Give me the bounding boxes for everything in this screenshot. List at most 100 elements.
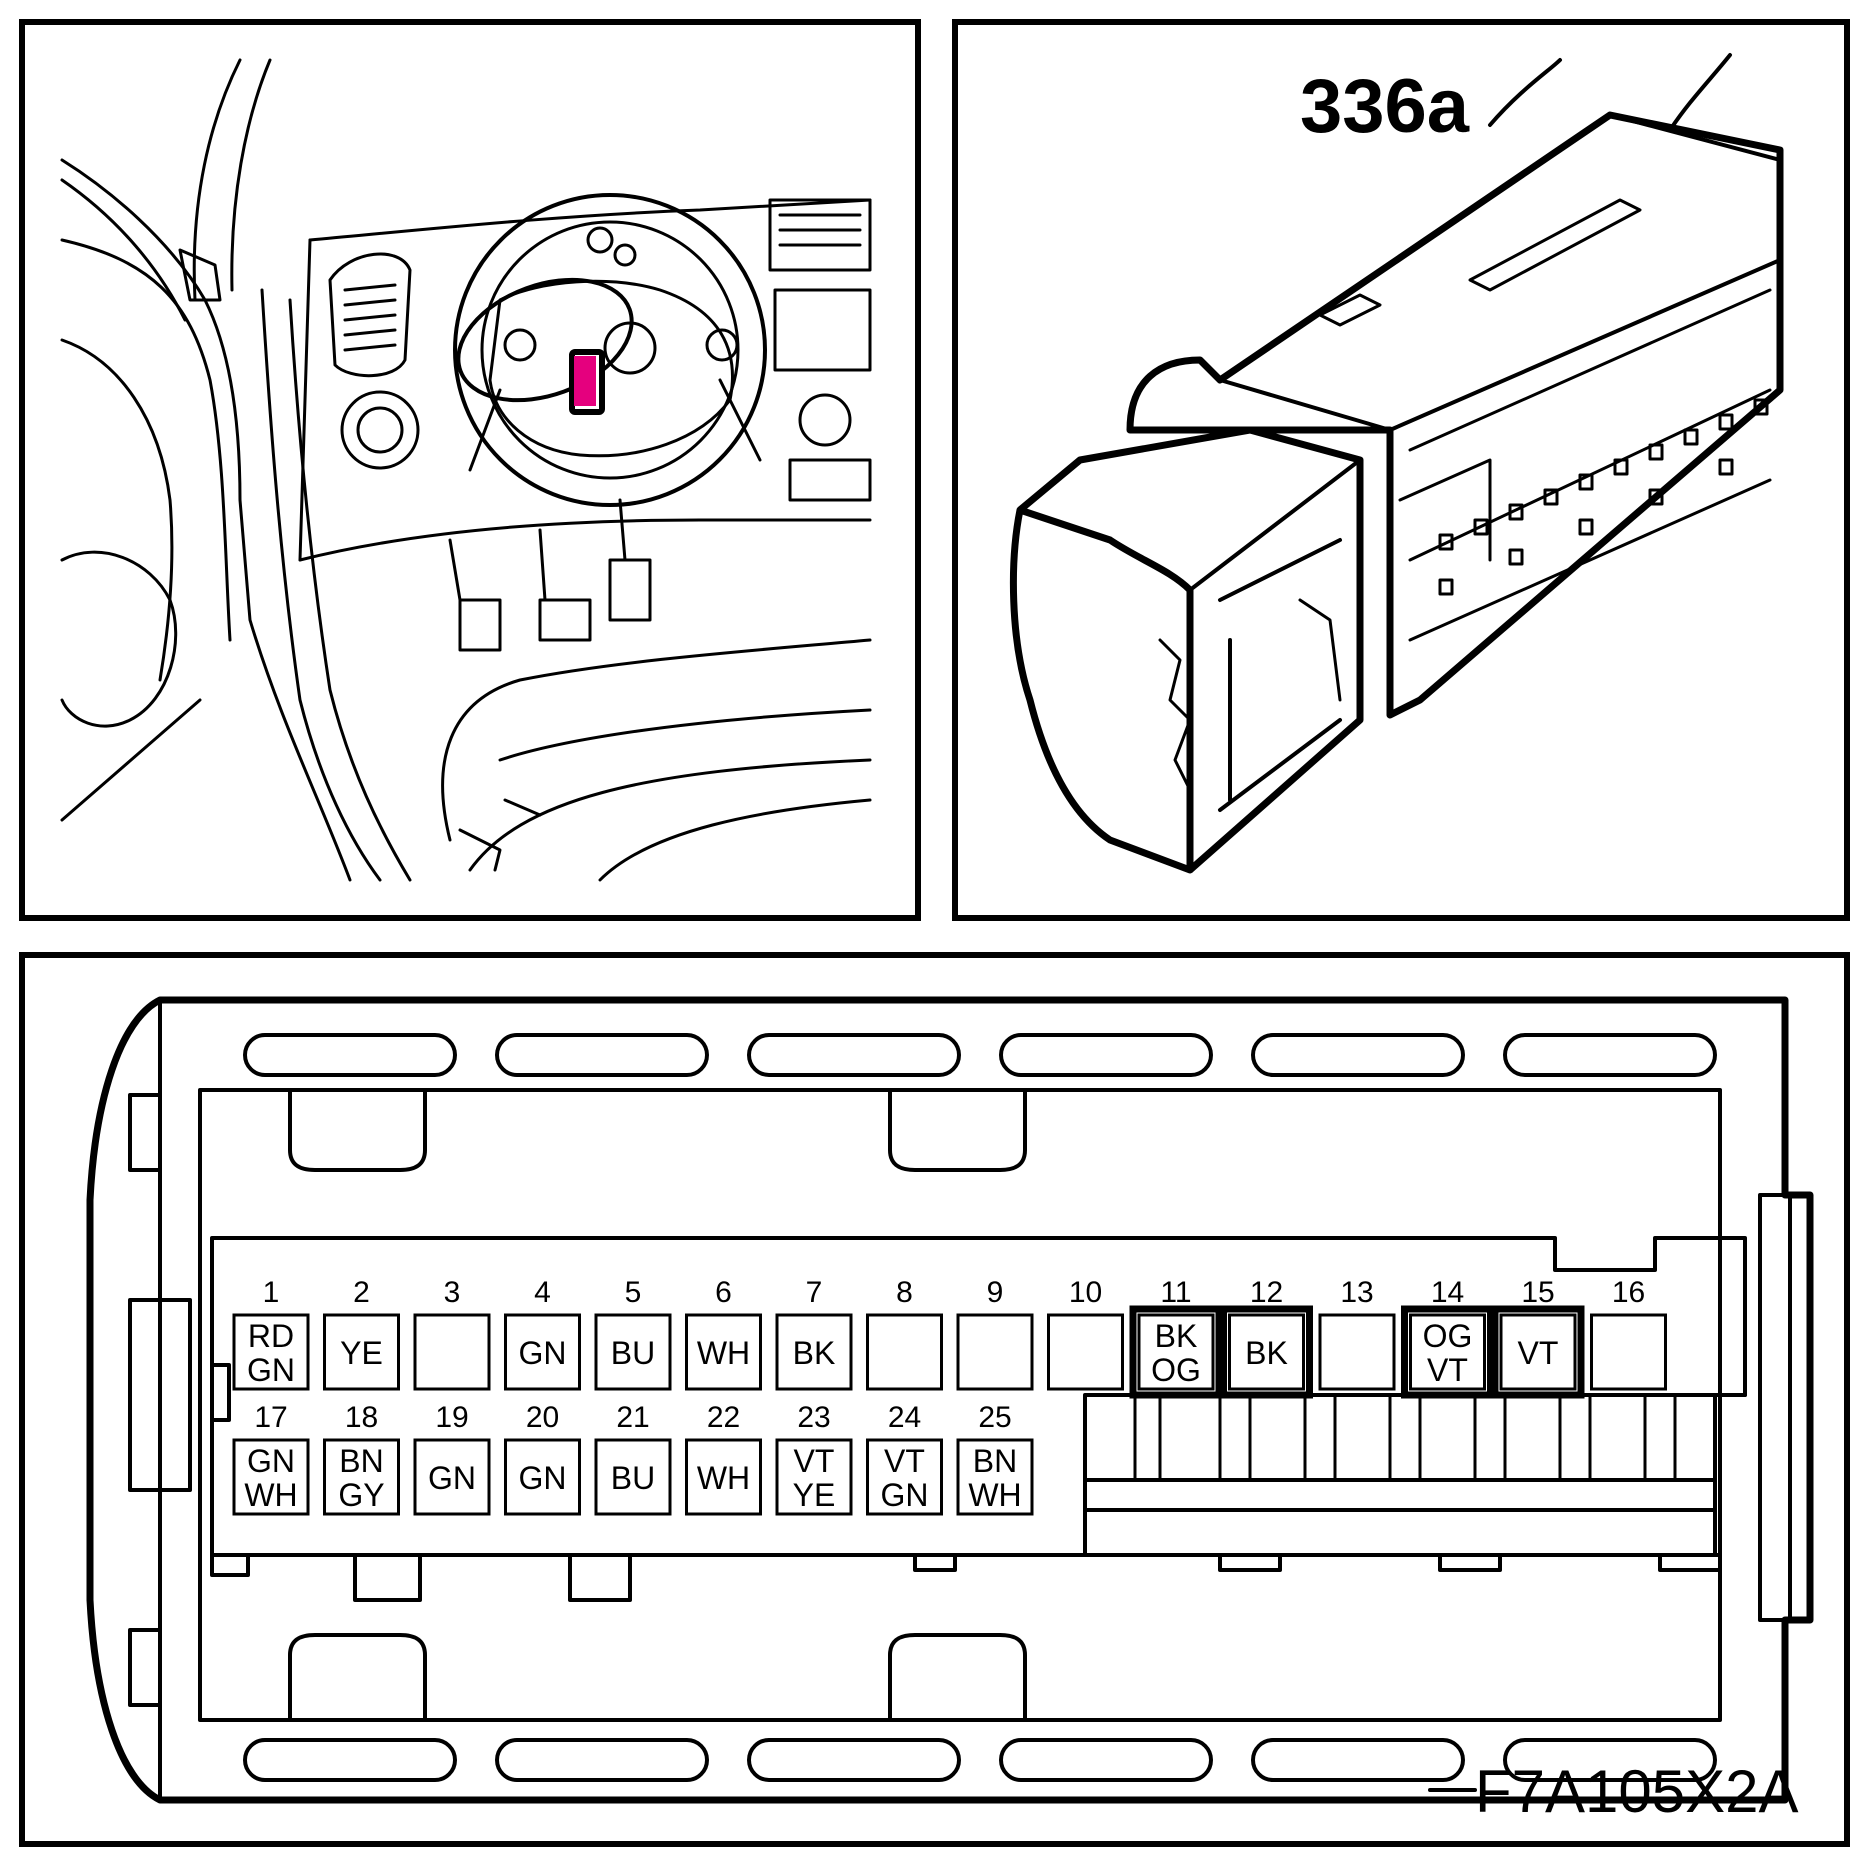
pin-number: 23: [797, 1401, 830, 1434]
pin-number: 20: [526, 1401, 559, 1434]
pin-cavity: [232, 1313, 310, 1391]
pin-number: 16: [1612, 1276, 1645, 1309]
panel-interior-location: [19, 19, 921, 921]
pin-highlight-frame: [1491, 1305, 1585, 1399]
diagram-code: F7A105X2A: [1475, 1758, 1799, 1825]
wire-color-secondary: WH: [244, 1477, 297, 1513]
pin-cavity: [1228, 1313, 1305, 1391]
wire-color-secondary: VT: [1427, 1352, 1468, 1388]
pin-number: 4: [534, 1276, 551, 1309]
pin-cavity: [1137, 1313, 1215, 1391]
pin-cavity: [1409, 1313, 1486, 1391]
wire-color: GN: [428, 1460, 476, 1496]
pin-cavity: [956, 1438, 1034, 1516]
pin-cavity: [1590, 1313, 1667, 1391]
wire-color-secondary: YE: [793, 1477, 836, 1513]
wire-color: VT: [1518, 1335, 1559, 1371]
connector-pin-cavities: [1438, 398, 1769, 596]
pin-cavity: [1318, 1313, 1396, 1391]
pin-cavity: [594, 1313, 672, 1391]
pin-number: 11: [1160, 1276, 1191, 1309]
pin-number: 3: [444, 1276, 461, 1309]
pin-cavity: [956, 1313, 1034, 1391]
wire-color-primary: OG: [1423, 1318, 1473, 1354]
wire-color: BK: [1245, 1335, 1288, 1371]
pin-number: 21: [616, 1401, 649, 1434]
wire-color-secondary: WH: [968, 1477, 1021, 1513]
wire-color-primary: RD: [248, 1318, 294, 1354]
latch-slots-bottom: [243, 1738, 1717, 1782]
wire-color-primary: GN: [247, 1443, 295, 1479]
pin-cavity: [232, 1438, 310, 1516]
pin-cavity: [504, 1313, 581, 1391]
pin-cavity: [866, 1313, 943, 1391]
pin-number: 10: [1069, 1276, 1102, 1309]
pin-number: 9: [987, 1276, 1004, 1309]
panel-connector-perspective: 336a: [952, 19, 1850, 921]
wire-color: WH: [697, 1335, 750, 1371]
wire-color-secondary: GY: [338, 1477, 384, 1513]
pin-number: 2: [353, 1276, 370, 1309]
connector-label: 336a: [1300, 64, 1470, 149]
wire-color-secondary: OG: [1151, 1352, 1201, 1388]
wire-color: WH: [697, 1460, 750, 1496]
pin-cavity: [685, 1313, 762, 1391]
pin-cavity: [1047, 1313, 1124, 1391]
pin-highlight-frame: [1220, 1305, 1313, 1399]
pin-cavity: [685, 1438, 762, 1516]
pin-number: 22: [707, 1401, 740, 1434]
pin-number: 14: [1431, 1276, 1464, 1309]
pin-13: 13: [1318, 1276, 1396, 1391]
pin-number: 7: [806, 1276, 823, 1309]
pin-number: 12: [1250, 1276, 1283, 1309]
wire-color: BU: [611, 1335, 655, 1371]
wire-color: GN: [519, 1335, 567, 1371]
pin-number: 6: [715, 1276, 732, 1309]
wire-color-secondary: GN: [247, 1352, 295, 1388]
pin-cavity: [775, 1438, 853, 1516]
pin-number: 15: [1521, 1276, 1554, 1309]
pin-9: 9: [956, 1276, 1034, 1391]
wire-color-primary: BN: [973, 1443, 1017, 1479]
pin-number: 25: [978, 1401, 1011, 1434]
pin-3: 3: [413, 1276, 491, 1391]
pin-7: 7BK: [775, 1276, 853, 1391]
pin-number: 24: [888, 1401, 921, 1434]
pin-cavity: [504, 1438, 581, 1516]
pin-2: 2YE: [323, 1276, 400, 1391]
wire-color: BK: [793, 1335, 836, 1371]
pin-16: 16: [1590, 1276, 1667, 1391]
pin-cavity: [594, 1438, 672, 1516]
pin-cavity: [413, 1438, 491, 1516]
pin-number: 13: [1340, 1276, 1373, 1309]
wire-color-primary: BN: [339, 1443, 383, 1479]
pin-highlight-frame: [1129, 1305, 1223, 1399]
wire-color-primary: VT: [794, 1443, 835, 1479]
pin-number: 1: [263, 1276, 280, 1309]
pin-number: 5: [625, 1276, 642, 1309]
pin-cavity: [775, 1313, 853, 1391]
pin-cavity: [1499, 1313, 1577, 1391]
pin-cavity: [866, 1438, 943, 1516]
pin-number: 8: [896, 1276, 913, 1309]
pin-6: 6WH: [685, 1276, 762, 1391]
latch-slots-top: [243, 1033, 1717, 1077]
pin-5: 5BU: [594, 1276, 672, 1391]
pin-10: 10: [1047, 1276, 1124, 1391]
pin-number: 18: [345, 1401, 378, 1434]
